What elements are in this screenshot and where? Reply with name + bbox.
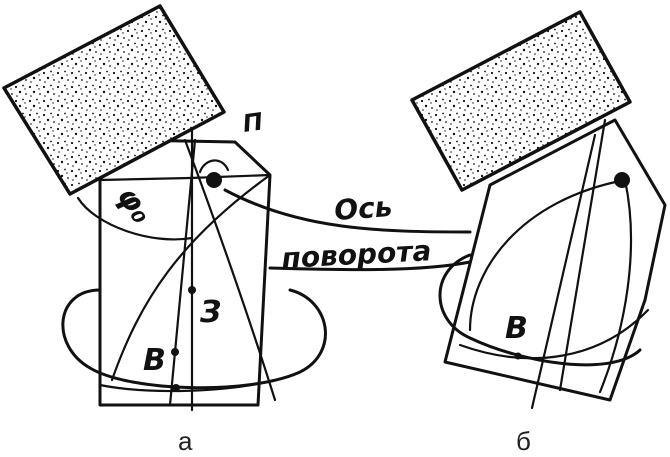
arc-lower-b — [458, 308, 650, 360]
figure-a — [2, 4, 327, 412]
label-axis-word-1: Ось — [333, 190, 393, 227]
point-b-a — [171, 348, 179, 356]
caption-b: б — [516, 426, 531, 456]
cutter-top-face-a — [98, 173, 272, 182]
angle-arc-a — [76, 196, 194, 241]
arc-right-a — [183, 138, 277, 402]
label-p: П — [241, 107, 265, 138]
label-z: З — [199, 295, 221, 330]
arc-left-a — [110, 173, 272, 382]
arc-right-b — [598, 178, 633, 394]
label-b-right: В — [505, 311, 528, 346]
pivot-point-a — [206, 172, 222, 188]
pivot-point-b — [614, 172, 630, 188]
cutter-edge-line-b — [558, 118, 607, 392]
label-phi: φ₀ — [110, 180, 160, 230]
axis-line-b — [530, 133, 597, 410]
cutter-body-b — [443, 118, 667, 402]
figure-b — [410, 10, 667, 410]
abrasive-block-b — [410, 10, 632, 192]
point-b-b — [514, 352, 522, 360]
axis-band-lower — [268, 260, 472, 272]
arc-main-b — [468, 178, 627, 332]
axis-of-rotation — [223, 188, 472, 272]
label-b-left: В — [143, 343, 166, 378]
cutter-edge-line-a — [168, 138, 197, 407]
pivot-arc-a — [198, 159, 230, 174]
point-z-a — [188, 286, 196, 294]
point-bottom-a — [172, 384, 180, 392]
axis-band-upper — [223, 188, 472, 234]
label-axis-word-2: поворота — [281, 234, 432, 275]
caption-a: а — [178, 426, 193, 456]
contact-loop-a — [61, 288, 327, 390]
arc-lower-a — [98, 378, 277, 393]
abrasive-block-a — [2, 4, 226, 196]
contact-loop-b — [438, 253, 642, 367]
